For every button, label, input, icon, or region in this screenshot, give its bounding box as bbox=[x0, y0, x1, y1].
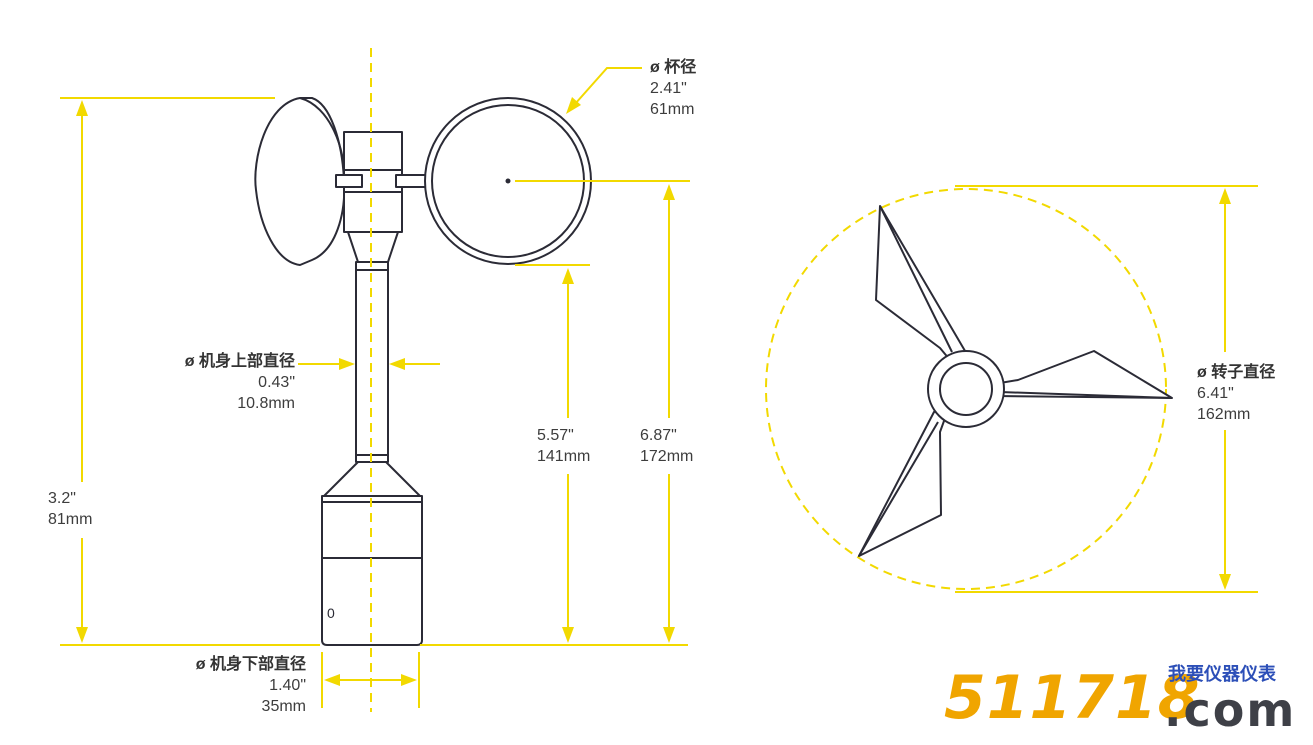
watermark-logo: 511718 我要仪器仪表 .com bbox=[944, 662, 1297, 737]
rotor-blade-2 bbox=[993, 350, 1173, 399]
rotor-blade-1 bbox=[875, 205, 969, 367]
cup-height-inch: 3.2" bbox=[48, 490, 76, 507]
cup-diameter-mm: 61mm bbox=[650, 101, 695, 118]
rotor-hub-inner bbox=[939, 362, 993, 416]
hub-upper bbox=[343, 131, 403, 171]
cup-height-mm: 81mm bbox=[48, 511, 93, 528]
body-height-inch: 5.57" bbox=[537, 427, 574, 444]
cup-height-label: 3.2" 81mm bbox=[48, 488, 92, 530]
upper-body-diameter-inch: 0.43" bbox=[258, 374, 295, 391]
body-height-label: 5.57" 141mm bbox=[537, 425, 590, 467]
rotor-sweep-circle bbox=[765, 188, 1167, 590]
lower-body bbox=[321, 495, 423, 646]
lower-body-diameter-mm: 35mm bbox=[261, 698, 306, 715]
watermark-name: 我要仪器仪表 bbox=[1168, 664, 1276, 685]
hub-lower bbox=[343, 191, 403, 233]
cup-diameter-label: ø 杯径 2.41" 61mm bbox=[650, 57, 696, 120]
rotor-front-view bbox=[765, 185, 1258, 593]
rotor-diameter-mm: 162mm bbox=[1197, 406, 1251, 423]
watermark-digits: 511718 bbox=[944, 663, 1201, 733]
rotor-diameter-title: ø 转子直径 bbox=[1197, 364, 1276, 381]
upper-body-diameter-label: ø 机身上部直径 0.43" 10.8mm bbox=[185, 351, 295, 414]
total-height-inch: 6.87" bbox=[640, 427, 677, 444]
upper-body-diameter-mm: 10.8mm bbox=[237, 395, 295, 412]
lower-body-diameter-inch: 1.40" bbox=[269, 677, 306, 694]
watermark-domain: .com bbox=[1164, 683, 1297, 737]
lower-body-diameter-label: ø 机身下部直径 1.40" 35mm bbox=[196, 654, 306, 717]
cup-diameter-inch: 2.41" bbox=[650, 80, 687, 97]
anemometer-side-view: 0 bbox=[60, 48, 690, 712]
cup-diameter-title: ø 杯径 bbox=[650, 59, 697, 76]
total-height-label: 6.87" 172mm bbox=[640, 425, 693, 467]
body-height-mm: 141mm bbox=[537, 448, 591, 465]
rotor-diameter-inch: 6.41" bbox=[1197, 385, 1234, 402]
upper-body-diameter-title: ø 机身上部直径 bbox=[184, 353, 295, 370]
lower-body-diameter-title: ø 机身下部直径 bbox=[195, 656, 306, 673]
total-height-mm: 172mm bbox=[640, 448, 694, 465]
rotor-diameter-label: ø 转子直径 6.41" 162mm bbox=[1197, 362, 1275, 425]
body-marking: 0 bbox=[327, 605, 335, 621]
